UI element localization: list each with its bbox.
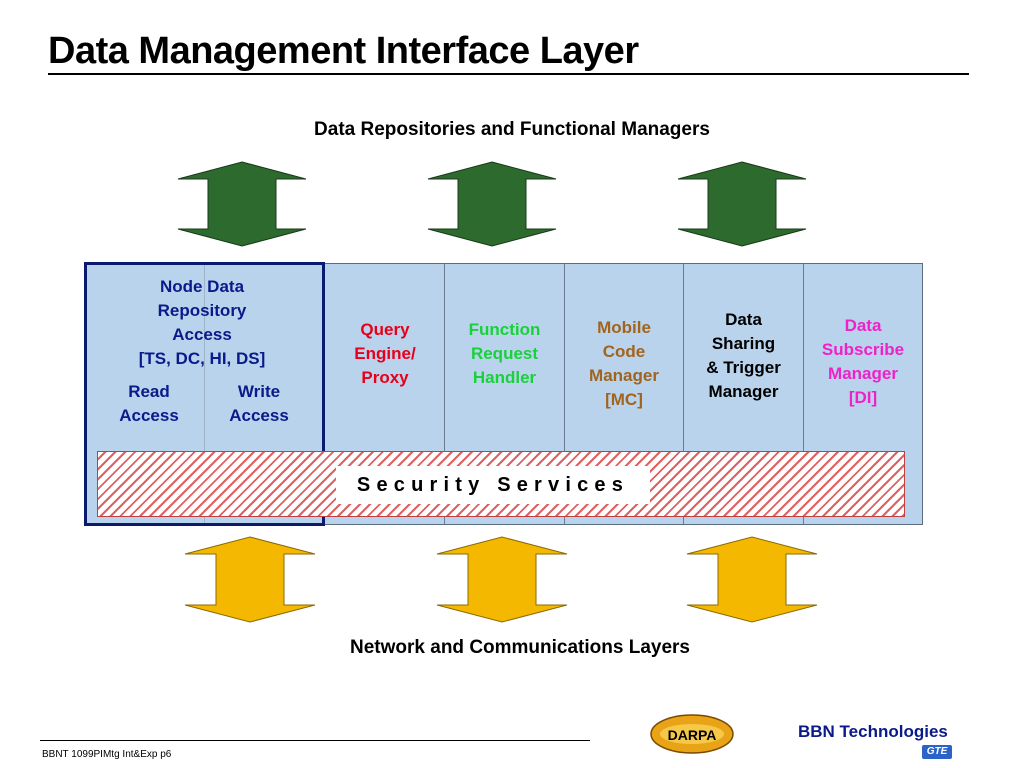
bottom-arrow-1 bbox=[184, 536, 316, 623]
security-services-label: Security Services bbox=[336, 466, 650, 504]
top-arrow-3 bbox=[677, 161, 807, 247]
footer-text: BBNT 1099PIMtg Int&Exp p6 bbox=[42, 749, 172, 760]
top-heading: Data Repositories and Functional Manager… bbox=[314, 119, 710, 140]
slide-title: Data Management Interface Layer bbox=[48, 30, 639, 72]
node-box-divider bbox=[204, 265, 205, 523]
top-arrow-1 bbox=[177, 161, 307, 247]
top-arrow-2 bbox=[427, 161, 557, 247]
data-subscribe-manager-label: Data Subscribe Manager [DI] bbox=[821, 316, 905, 407]
column-divider bbox=[444, 264, 445, 524]
gte-logo: GTE bbox=[922, 745, 952, 759]
footer-rule bbox=[40, 740, 590, 741]
column-divider bbox=[564, 264, 565, 524]
query-engine-proxy-label: Query Engine/ Proxy bbox=[354, 320, 416, 387]
data-sharing-trigger-manager-label: Data Sharing & Trigger Manager bbox=[706, 310, 781, 401]
node-data-repository-box bbox=[84, 262, 325, 526]
bottom-arrow-2 bbox=[436, 536, 568, 623]
darpa-logo: DARPA bbox=[650, 714, 734, 754]
company-name: BBN Technologies bbox=[798, 722, 948, 741]
function-request-handler-label: Function Request Handler bbox=[468, 320, 541, 387]
write-access-label: Write Access bbox=[229, 382, 289, 425]
read-access-label: Read Access bbox=[119, 382, 179, 425]
title-underline bbox=[48, 73, 969, 75]
column-divider bbox=[683, 264, 684, 524]
mobile-code-manager-label: Mobile Code Manager [MC] bbox=[589, 318, 659, 409]
darpa-logo-text: DARPA bbox=[668, 727, 717, 743]
node-data-repository-title: Node Data Repository Access [TS, DC, HI,… bbox=[138, 277, 266, 368]
bottom-heading: Network and Communications Layers bbox=[350, 637, 690, 658]
bottom-arrow-3 bbox=[686, 536, 818, 623]
column-divider bbox=[803, 264, 804, 524]
